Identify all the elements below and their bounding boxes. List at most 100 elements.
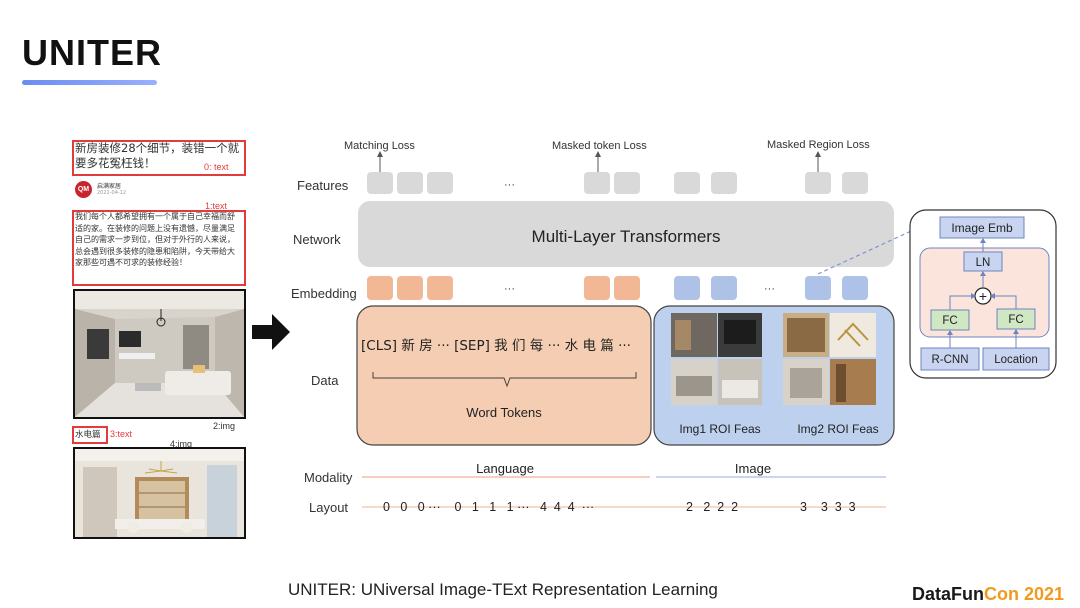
modality-language: Language [476,461,534,476]
text1: 我们每个人都希望拥有一个属于自己幸福而舒适的家。在装修的问题上没有遗憾，尽量满足… [75,212,235,268]
label-2-img: 2:img [213,421,236,431]
img2-roi-thumbnails [783,313,876,405]
image-embedding-token [805,276,831,300]
roi-thumbnail-detail [676,376,712,396]
feature-token [805,172,831,194]
slide-subtitle: UNITER: UNiversal Image-TExt Representat… [288,580,718,599]
feature-token [711,172,737,194]
feature-token [674,172,700,194]
layout-language-ids: 0 0 0 ··· 0 1 1 1 ··· 4 4 4 ··· [383,500,594,514]
label-4-img: 4:img [170,439,193,449]
plus-to-ln-arrowhead [980,271,986,276]
label-0-text: 0: text [204,162,229,172]
label-3-text: 3:text [110,429,133,439]
rcnn-box [920,347,980,371]
masked-region-loss-label: Masked Region Loss [767,139,870,151]
feature-token [427,172,453,194]
image-embedding-token [842,276,868,300]
img2-roi-label: Img2 ROI Feas [797,422,878,436]
layout-image1-ids: 2 2 2 2 [686,500,738,514]
matching-loss-arrowhead [377,151,383,157]
data-text-tokens: [CLS] 新 房 ··· [SEP] 我 们 每 ··· 水 电 篇 ··· [361,338,631,354]
image-embedding-token [711,276,737,300]
text0-box [72,140,246,176]
ln-to-title-arrowhead [980,238,986,243]
roi-thumbnail-detail [675,320,691,350]
zoom-dashed-line [817,225,923,275]
location-box [982,347,1050,371]
roi-thumbnail-detail [787,318,825,352]
text-embedding-token [397,276,423,300]
text-embedding-token [427,276,453,300]
roi-thumbnail-detail [724,320,756,344]
author-name: 启满家居 [97,183,122,190]
logo-part2: Con 2021 [984,584,1065,604]
embedding-tokens [367,276,868,300]
logo-part1: DataFun [912,584,984,604]
label-1-text: 1:text [205,201,228,211]
masked-token-loss-label: Masked token Loss [552,140,647,152]
text-embedding-token [367,276,393,300]
fc-left-to-plus-arrowhead [971,293,976,299]
author-avatar: QM [75,181,92,198]
rcnn-label: R-CNN [931,354,968,366]
ln-label: LN [976,257,991,269]
fc-right-to-plus-arrow [994,295,1017,310]
feature-token [614,172,640,194]
feature-token [397,172,423,194]
image-embedding-token [674,276,700,300]
modality-image: Image [735,461,771,476]
location-to-fc-arrowhead [1013,329,1019,334]
row-label-modality: Modality [304,470,353,485]
roi-thumbnail-detail [722,380,758,398]
row-label-network: Network [293,232,341,247]
rcnn-to-fc-arrowhead [947,330,953,335]
matching-loss-label: Matching Loss [344,140,415,152]
fc-right-to-plus-arrowhead [990,293,995,299]
text-data-region [356,305,652,446]
feature-token [842,172,868,194]
embedding-ellipsis-image: ··· [764,283,775,295]
layout-image2-ids: 3 3 3 3 [800,500,856,514]
datafuncon-logo: DataFunCon 2021 [912,584,1064,605]
title-underline [22,80,157,85]
text3-box [72,426,108,444]
room-photo-1 [73,289,246,419]
roi-thumbnail-detail [790,368,822,398]
img1-roi-thumbnails [671,313,762,405]
text-embedding-token [584,276,610,300]
row-label-features: Features [297,178,349,193]
row-label-embedding: Embedding [291,286,357,301]
word-token-brace [372,372,637,388]
image-emb-title: Image Emb [951,221,1013,235]
feature-token [367,172,393,194]
text0: 新房装修28个细节，装错一个就要多花冤枉钱！ [75,141,240,170]
room-photo-2 [73,447,246,539]
slide-title: UNITER [22,32,162,73]
author-date: 2021-04-12 [97,190,127,196]
roi-thumbnail-detail [836,364,846,402]
embedding-ellipsis-text: ··· [504,283,515,295]
fc-left-to-plus-arrow [949,295,972,310]
feature-tokens [367,172,868,194]
word-tokens-label: Word Tokens [466,405,542,420]
location-label: Location [994,354,1037,366]
arrow-right-icon [252,314,290,350]
row-label-layout: Layout [309,500,348,515]
img1-roi-label: Img1 ROI Feas [679,422,760,436]
masked-region-loss-arrowhead [815,151,821,157]
fc-left-label: FC [942,315,957,327]
image-emb-title-box [939,216,1025,239]
feature-token [584,172,610,194]
text-embedding-token [614,276,640,300]
fc-right-label: FC [1008,314,1023,326]
roi-thumbnail [830,313,876,357]
text3: 水电篇 [75,430,101,440]
masked-token-loss-arrowhead [595,151,601,157]
transformer-label: Multi-Layer Transformers [532,227,721,246]
plus-sign: + [979,288,987,304]
transformer-block [358,201,894,267]
text1-box [72,210,246,286]
roi-thumbnail-detail [837,322,869,347]
